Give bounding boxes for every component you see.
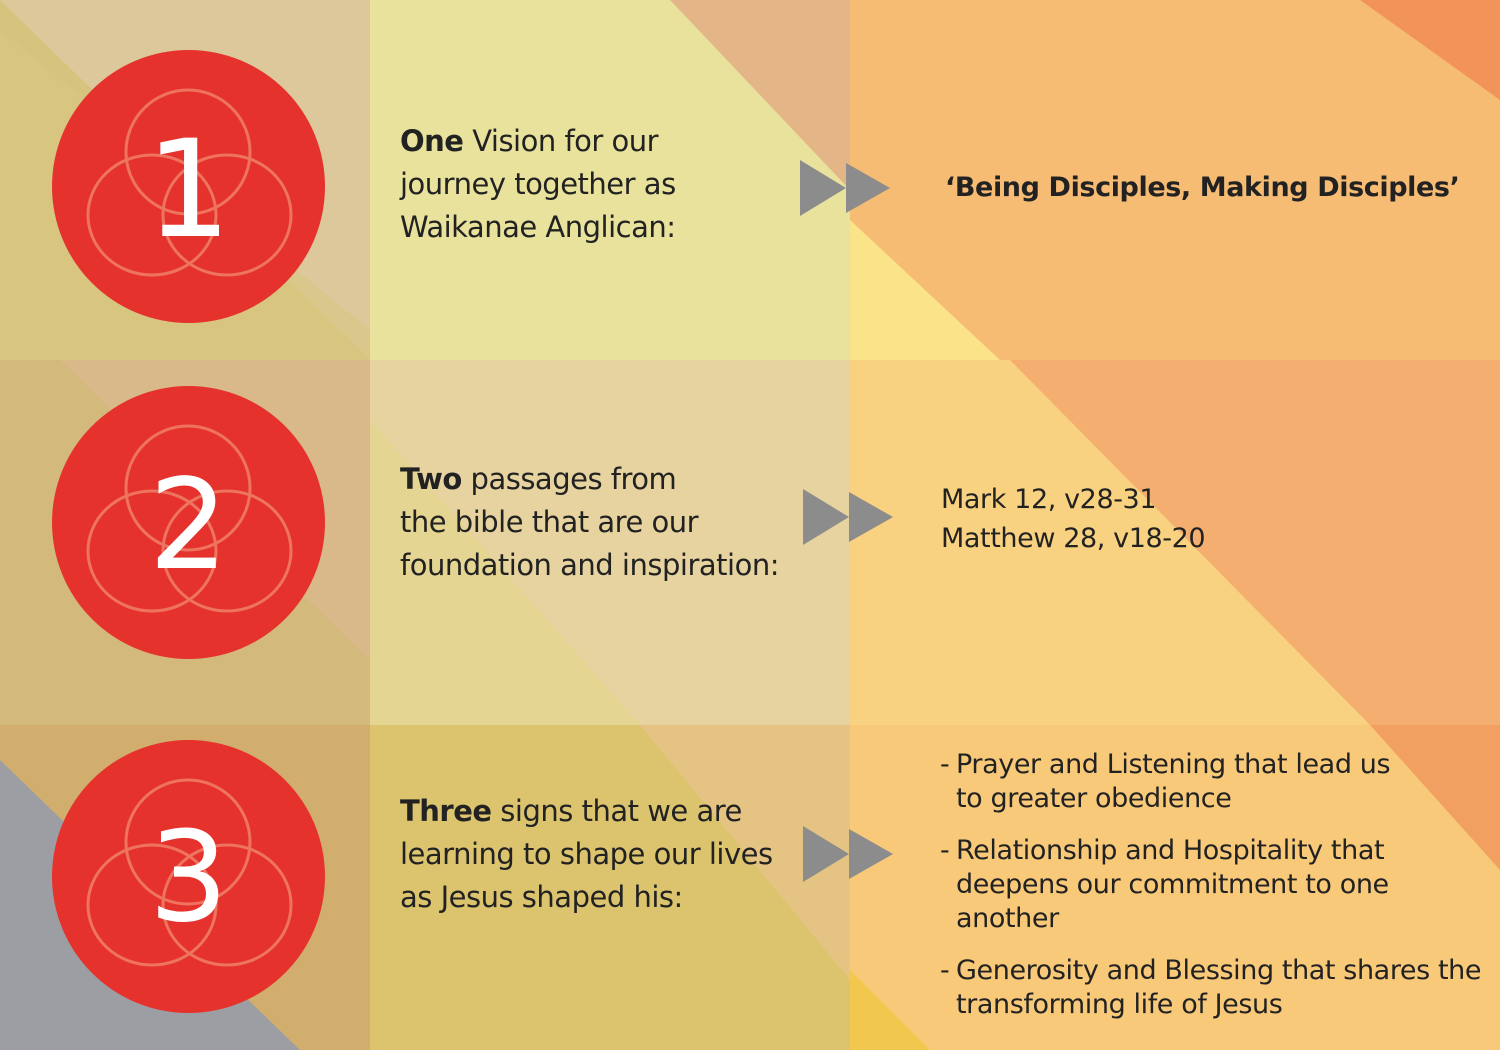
trinity-knot-icon <box>86 778 293 967</box>
row-2-line-2: the bible that are our <box>400 505 699 539</box>
badge-circle <box>52 386 325 659</box>
double-arrow-icon <box>803 489 893 545</box>
double-arrow-icon <box>803 826 893 882</box>
sign-line: to greater obedience <box>956 783 1232 814</box>
passage-item: Matthew 28, v18-20 <box>941 523 1206 554</box>
list-dash: - <box>940 749 950 780</box>
sign-line: deepens our commitment to one another <box>956 869 1389 934</box>
sign-line: transforming life of Jesus <box>956 989 1283 1020</box>
row-3-line-2: learning to shape our lives <box>400 837 773 871</box>
number-badge-3: 3 <box>52 740 325 1013</box>
row-3-description: Three signs that we are learning to shap… <box>400 790 773 919</box>
row-1-lead: One <box>400 124 464 158</box>
list-dash: - <box>940 835 950 866</box>
badge-number: 3 <box>149 805 229 950</box>
row-2-description: Two passages from the bible that are our… <box>400 458 779 587</box>
list-dash: - <box>940 955 950 986</box>
row-2-line-1: passages from <box>470 462 677 496</box>
badge-number: 2 <box>149 453 229 598</box>
badge-circle <box>52 50 325 323</box>
row-1-line-2: journey together as <box>400 167 676 201</box>
row-1-line-1: Vision for our <box>472 124 659 158</box>
badge-number: 1 <box>146 111 232 268</box>
row-3-lead: Three <box>400 794 492 828</box>
row-2-line-3: foundation and inspiration: <box>400 548 779 582</box>
bible-passages: Mark 12, v28-31 Matthew 28, v18-20 <box>941 480 1206 558</box>
passage-item: Mark 12, v28-31 <box>941 484 1157 515</box>
row-3-line-1: signs that we are <box>500 794 742 828</box>
list-item: - Generosity and Blessing that shares th… <box>940 954 1490 1022</box>
trinity-knot-icon <box>86 424 293 613</box>
double-arrow-icon <box>800 160 890 216</box>
sign-line: Generosity and Blessing that shares the <box>956 955 1482 986</box>
number-badge-2: 2 <box>52 386 325 659</box>
trinity-knot-icon <box>86 88 293 277</box>
row-1-line-3: Waikanae Anglican: <box>400 210 676 244</box>
sign-line: Prayer and Listening that lead us <box>956 749 1391 780</box>
number-badge-1: 1 <box>52 50 325 323</box>
row-3-line-3: as Jesus shaped his: <box>400 880 683 914</box>
row-2-lead: Two <box>400 462 462 496</box>
badge-circle <box>52 740 325 1013</box>
row-1-description: One Vision for our journey together as W… <box>400 120 676 249</box>
vision-statement: ‘Being Disciples, Making Disciples’ <box>945 172 1460 203</box>
sign-line: Relationship and Hospitality that <box>956 835 1385 866</box>
